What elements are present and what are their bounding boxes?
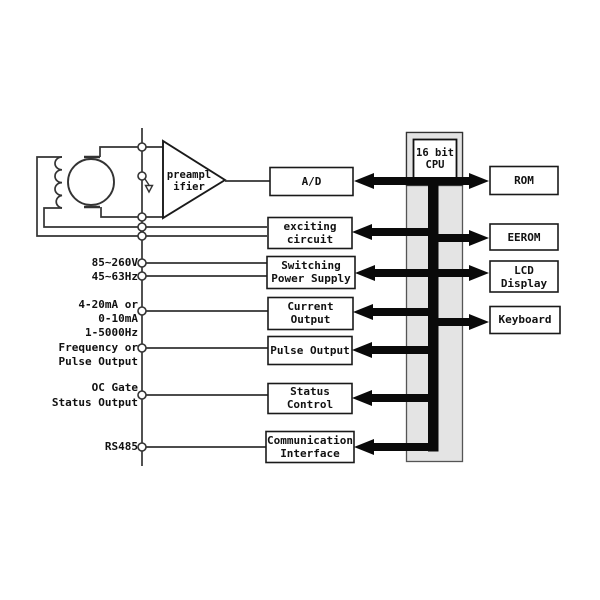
status-control-box [267,382,353,415]
arrowhead-to-exciting [352,224,372,240]
power-input-label: 85~260V 45~63Hz [28,256,138,283]
frequency-signal-label: 1-5000Hz Frequency or Pulse Output [28,326,138,370]
arrowhead-to-keyboard [469,314,489,330]
status-line1: Status [290,385,330,398]
frequency-label-line2: Frequency or [58,340,138,354]
ad-box-text: A/D [301,174,322,188]
exciting-circuit-box [267,216,353,250]
switching-line2: Power Supply [271,272,351,285]
keyboard-box [489,305,561,335]
coil-symbol [54,156,63,209]
terminal-dot [137,306,147,316]
rom-text: ROM [514,173,534,187]
switching-power-supply-box [266,255,356,290]
cpu-label: 16 bit CPU [413,139,457,179]
preamp-triangle [162,139,227,220]
comm-line1: Communication [266,433,354,447]
exciting-circuit-box-label: exciting circuit [268,217,352,248]
arrowhead-to-current [353,304,373,320]
rom-box [489,165,559,196]
lcd-line1: LCD [514,263,534,277]
arrowhead-to-power-supply [355,265,375,281]
pulse-output-box [267,335,353,366]
current-label-line1: 4-20mA or [78,298,138,311]
arrowhead-to-ad [354,173,374,189]
lcd-display-box [489,260,559,293]
comm-line2: Interface [280,446,340,460]
terminal-dot [137,258,147,268]
ad-box [269,166,354,197]
preamp-label-line1: preampl [166,168,212,181]
lcd-line2: Display [500,276,548,290]
current-line1: Current [287,300,334,313]
current-output-box-label: Current Output [268,297,353,329]
current-label-line2: 0-10mA [98,312,138,325]
lcd-display-box-label: LCD Display [490,261,558,292]
sensor-symbol [36,146,267,237]
coil-lead-top-wire [36,156,267,237]
terminal-dot [137,442,147,452]
keyboard-text: Keyboard [498,313,552,326]
eerom-box-label: EEROM [490,224,558,250]
oc-label-line2: Status Output [51,395,138,409]
arrowhead-to-lcd [469,265,489,281]
terminal-dots [137,142,147,452]
keyboard-box-label: Keyboard [490,306,560,333]
cpu-label-line2: CPU [425,159,445,171]
rom-box-label: ROM [490,166,558,194]
switching-power-supply-box-label: Switching Power Supply [267,256,355,288]
switching-line1: Switching [281,259,341,272]
ground-symbol [144,178,154,194]
arrowhead-to-pulse [352,342,372,358]
current-line2: Output [290,313,331,326]
status-line2: Control [286,398,334,411]
arrowhead-to-eerom [469,230,489,246]
oc-gate-signal-label: OC Gate Status Output [28,381,138,410]
right-boxes [489,165,561,335]
frequency-label-line3: Pulse Output [58,355,138,368]
flow-tube-circle [67,158,115,206]
terminal-strip [141,128,268,466]
electrode-top-wire [99,146,163,157]
pulse-output-box-label: Pulse Output [268,336,352,364]
arrowhead-to-status [352,390,372,406]
terminal-dot [137,212,147,222]
arrowhead-to-comm [354,439,374,455]
power-label-line1: 85~260V [91,256,138,269]
current-output-box [267,296,354,331]
terminal-dot [137,390,147,400]
eerom-text: EEROM [507,230,541,244]
terminal-dot [137,343,147,353]
arrowhead-to-rom [469,173,489,189]
rs485-signal-label: RS485 [28,440,138,454]
terminal-dot [137,231,147,241]
terminal-dot [137,171,147,181]
power-label-line2: 45~63Hz [91,269,138,283]
terminal-dot [137,142,147,152]
bus-arrows [352,173,489,455]
terminal-dot [137,271,147,281]
exciting-line2: circuit [286,232,334,246]
current-signal-label: 4-20mA or 0-10mA [28,298,138,326]
middle-boxes [265,166,356,464]
frequency-label-line1: 1-5000Hz [85,326,138,339]
pulse-line1: Pulse Output [270,343,350,357]
oc-label-line1: OC Gate [91,381,138,394]
ad-box-label: A/D [270,167,353,195]
cpu-label-line1: 16 bit [416,146,454,159]
communication-interface-box-label: Communication Interface [266,431,354,462]
exciting-line1: exciting [283,219,337,233]
eerom-box [489,223,559,251]
terminal-dot [137,222,147,232]
status-control-box-label: Status Control [268,383,352,413]
coil-lead-bottom-wire [43,207,267,228]
rs485-label-text: RS485 [104,440,138,453]
preamp-label: preampl ifier [164,162,214,200]
preamp-label-line2: ifier [173,181,205,193]
electrode-bottom-wire [100,207,163,218]
communication-interface-box [265,430,355,464]
